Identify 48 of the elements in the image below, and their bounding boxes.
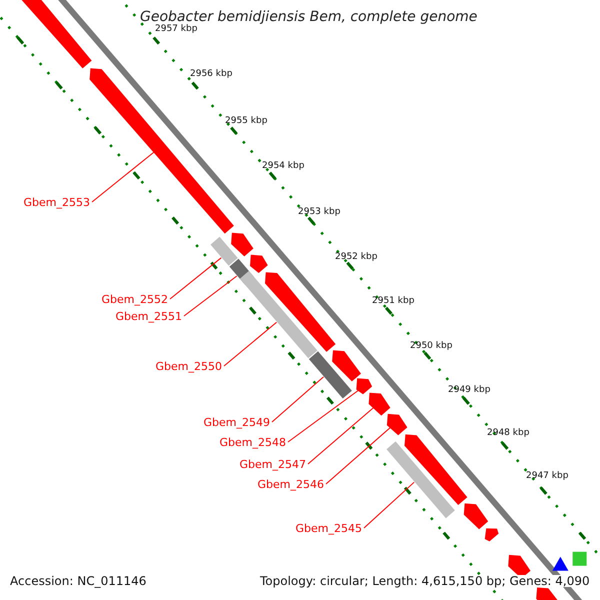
gene-bar <box>240 270 318 358</box>
gene-block <box>231 232 254 256</box>
gene-block <box>332 350 361 382</box>
info-note: Topology: circular; Length: 4,615,150 bp; Genes: 4,090 <box>260 575 590 587</box>
leader-line <box>288 390 360 442</box>
gene-bar <box>386 441 455 518</box>
gene-label: Gbem_2552 <box>102 294 168 305</box>
leader-line <box>224 322 278 366</box>
info-note: Accession: NC_011146 <box>10 575 146 587</box>
tick-label: 2953 kbp <box>298 208 340 216</box>
gene-label: Gbem_2549 <box>204 417 270 428</box>
tick-label: 2957 kbp <box>155 24 198 34</box>
gene-block <box>484 528 499 542</box>
gene-bar <box>308 351 352 398</box>
leader-line <box>170 257 222 300</box>
gene-label: Gbem_2547 <box>240 459 306 470</box>
tick-label: 2956 kbp <box>190 70 232 78</box>
leader-line <box>308 407 374 464</box>
feature-marker <box>552 556 568 571</box>
gene-block <box>356 378 372 394</box>
title: Geobacter bemidjiensis Bem, complete genome <box>140 10 478 24</box>
gene-block <box>265 272 336 352</box>
gene-label: Gbem_2548 <box>220 437 286 448</box>
gene-label: Gbem_2550 <box>156 361 222 372</box>
leader-line <box>92 152 154 202</box>
leader-line <box>272 376 324 422</box>
gene-block <box>250 254 268 273</box>
leader-line <box>326 426 392 484</box>
gene-block <box>368 392 390 416</box>
gene-block <box>404 434 468 505</box>
gene-label: Gbem_2545 <box>296 523 362 534</box>
gene-bar <box>210 236 238 266</box>
gene-label: Gbem_2553 <box>24 197 90 208</box>
tick-label: 2947 kbp <box>526 472 568 480</box>
tick-label: 2954 kbp <box>262 162 304 170</box>
feature-marker <box>572 552 587 566</box>
tick-label: 2952 kbp <box>335 252 378 262</box>
tick-label: 2951 kbp <box>372 296 414 306</box>
gene-label: Gbem_2546 <box>258 479 324 490</box>
leader-line <box>184 276 238 316</box>
tick-label: 2949 kbp <box>448 386 490 394</box>
gene-block <box>386 414 408 436</box>
gene-label: Gbem_2551 <box>116 311 182 322</box>
gene-block <box>464 503 488 530</box>
leader-line <box>364 482 415 528</box>
tick-label: 2950 kbp <box>410 342 452 350</box>
tick-label: 2955 kbp <box>225 116 268 126</box>
tick-label: 2948 kbp <box>487 428 530 438</box>
